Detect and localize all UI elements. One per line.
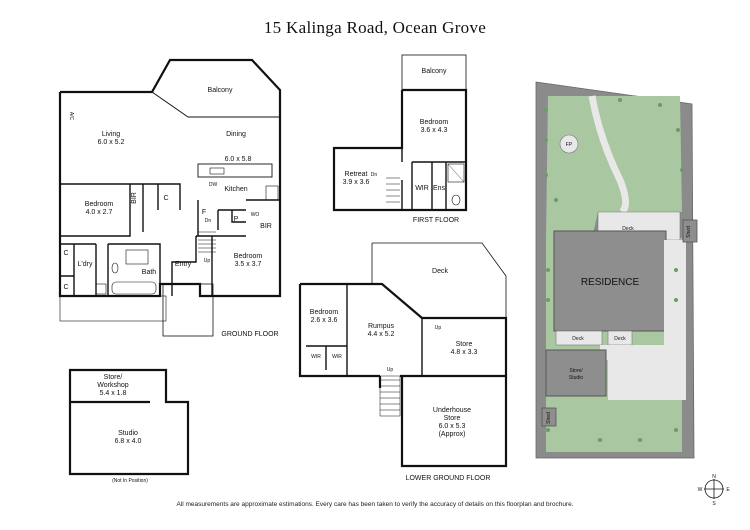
ground-bedroom2-label: Bedroom <box>234 253 263 260</box>
fire-pit <box>559 134 579 154</box>
compass-rose: N E S W <box>698 474 731 507</box>
compass-w: W <box>698 487 703 493</box>
page-title: 15 Kalinga Road, Ocean Grove <box>263 18 487 37</box>
ground-wo-label: WO <box>251 212 260 218</box>
lower-underhouse-note: (Approx) <box>439 431 466 438</box>
first-balcony-label: Balcony <box>422 68 447 75</box>
ground-bedroom1-size: 4.0 x 2.7 <box>86 209 113 216</box>
first-floor-plan <box>332 54 468 212</box>
site-labels: FP Deck Shed RESIDENCE Deck Deck Store/ … <box>546 142 692 424</box>
garden-path <box>588 95 629 215</box>
studio-store-label: Store/ <box>104 374 123 381</box>
first-retreat-label: Retreat <box>345 171 368 178</box>
ground-up-label: Up <box>204 258 211 264</box>
lower-rumpus-size: 4.4 x 5.2 <box>368 331 395 338</box>
ground-entry-label: Entry <box>175 261 192 268</box>
studio-workshop-label: Workshop <box>97 382 128 389</box>
first-floor-title: FIRST FLOOR <box>413 217 459 224</box>
site-plan <box>535 81 698 459</box>
lower-underhouse-label2: Store <box>444 415 461 422</box>
studio-label: Studio <box>118 430 138 437</box>
studio-walls <box>68 368 190 476</box>
ground-balcony-label: Balcony <box>208 87 233 94</box>
lower-store-label: Store <box>456 341 473 348</box>
first-floor-walls <box>332 88 468 212</box>
ground-bir1-label: BIR <box>131 192 138 204</box>
lower-deck-label: Deck <box>432 268 448 275</box>
ground-cupboard-a-label: C <box>63 250 68 257</box>
site-deck-left-shape <box>555 330 603 346</box>
ground-bedroom1-label: Bedroom <box>85 201 114 208</box>
ground-floor-labels: Balcony Living 6.0 x 5.2 Dining 6.0 x 5.… <box>63 87 278 338</box>
site-deck-left-label: Deck <box>572 336 584 342</box>
site-shed-bottom-label: Shed <box>546 412 552 424</box>
ground-cupboard-b-label: C <box>63 284 68 291</box>
ground-fridge-label: F <box>202 209 206 216</box>
compass-s: S <box>712 501 716 507</box>
ground-floor-title: GROUND FLOOR <box>221 331 278 338</box>
first-retreat-size: 3.9 x 3.6 <box>343 179 370 186</box>
first-floor-labels: Balcony Bedroom 3.6 x 4.3 Retreat 3.9 x … <box>343 68 460 224</box>
first-dn-label: Dn <box>371 172 378 178</box>
lower-bedroom-size: 2.6 x 3.6 <box>311 317 338 324</box>
ground-floor-plan <box>58 58 282 337</box>
site-residence-label: RESIDENCE <box>581 277 640 288</box>
lower-floor-labels: Deck Bedroom 2.6 x 3.6 Rumpus 4.4 x 5.2 … <box>310 268 491 482</box>
driveway <box>600 345 686 400</box>
studio-note: (Not In Position) <box>112 478 148 484</box>
site-deck-top-label: Deck <box>622 226 634 232</box>
ground-bedroom2-size: 3.5 x 3.7 <box>235 261 262 268</box>
compass-n: N <box>712 474 716 480</box>
first-wir-label: WIR <box>415 185 429 192</box>
studio-labels: Store/ Workshop 5.4 x 1.8 Studio 6.8 x 4… <box>97 374 148 484</box>
ground-dining-label: Dining <box>226 131 246 138</box>
lower-up1-label: Up <box>435 325 442 331</box>
studio-plan <box>68 368 190 476</box>
first-bedroom-size: 3.6 x 4.3 <box>421 127 448 134</box>
lower-up2-label: Up <box>387 367 394 373</box>
lower-wir1-label: WIR <box>311 354 321 360</box>
site-fp-label: FP <box>566 142 573 148</box>
ground-laundry-label: L'dry <box>78 261 93 268</box>
shed-bottom-block <box>541 407 557 427</box>
disclaimer-text: All measurements are approximate estimat… <box>176 501 574 508</box>
trees <box>544 98 684 442</box>
ground-dw-label: DW <box>209 182 218 188</box>
lower-rumpus-label: Rumpus <box>368 323 395 330</box>
ground-ac-label: A/C <box>68 112 74 121</box>
residence-block <box>553 230 667 332</box>
store-studio-block <box>545 349 607 397</box>
site-shed-top-label: Shed <box>686 226 692 238</box>
lower-underhouse-size: 6.0 x 5.3 <box>439 423 466 430</box>
site-store-studio-label: Store/ <box>569 368 583 374</box>
ground-cupboard-label: C <box>163 195 168 202</box>
shed-top-block <box>682 219 698 243</box>
ground-bir2-label: BIR <box>260 223 272 230</box>
ground-living-size: 6.0 x 5.2 <box>98 139 125 146</box>
studio-workshop-size: 5.4 x 1.8 <box>100 390 127 397</box>
lower-underhouse-label: Underhouse <box>433 407 471 414</box>
ground-living-label: Living <box>102 131 120 138</box>
ground-dn-label: Dn <box>205 218 212 224</box>
lower-wir2-label: WIR <box>332 354 342 360</box>
first-bedroom-label: Bedroom <box>420 119 449 126</box>
site-store-studio-label2: Studio <box>569 375 583 381</box>
lower-bedroom-label: Bedroom <box>310 309 339 316</box>
lower-store-size: 4.8 x 3.3 <box>451 349 478 356</box>
site-deck-mid-label: Deck <box>614 336 626 342</box>
ground-bath-label: Bath <box>142 269 157 276</box>
compass-e: E <box>726 487 730 493</box>
first-ens-label: Ens <box>433 185 446 192</box>
ground-kitchen-size: 6.0 x 5.8 <box>225 156 252 163</box>
studio-size: 6.8 x 4.0 <box>115 438 142 445</box>
ground-kitchen-label: Kitchen <box>224 186 247 193</box>
ground-pantry-label: P <box>234 216 239 223</box>
lower-floor-title: LOWER GROUND FLOOR <box>406 475 491 482</box>
lower-floor-plan <box>298 242 508 468</box>
